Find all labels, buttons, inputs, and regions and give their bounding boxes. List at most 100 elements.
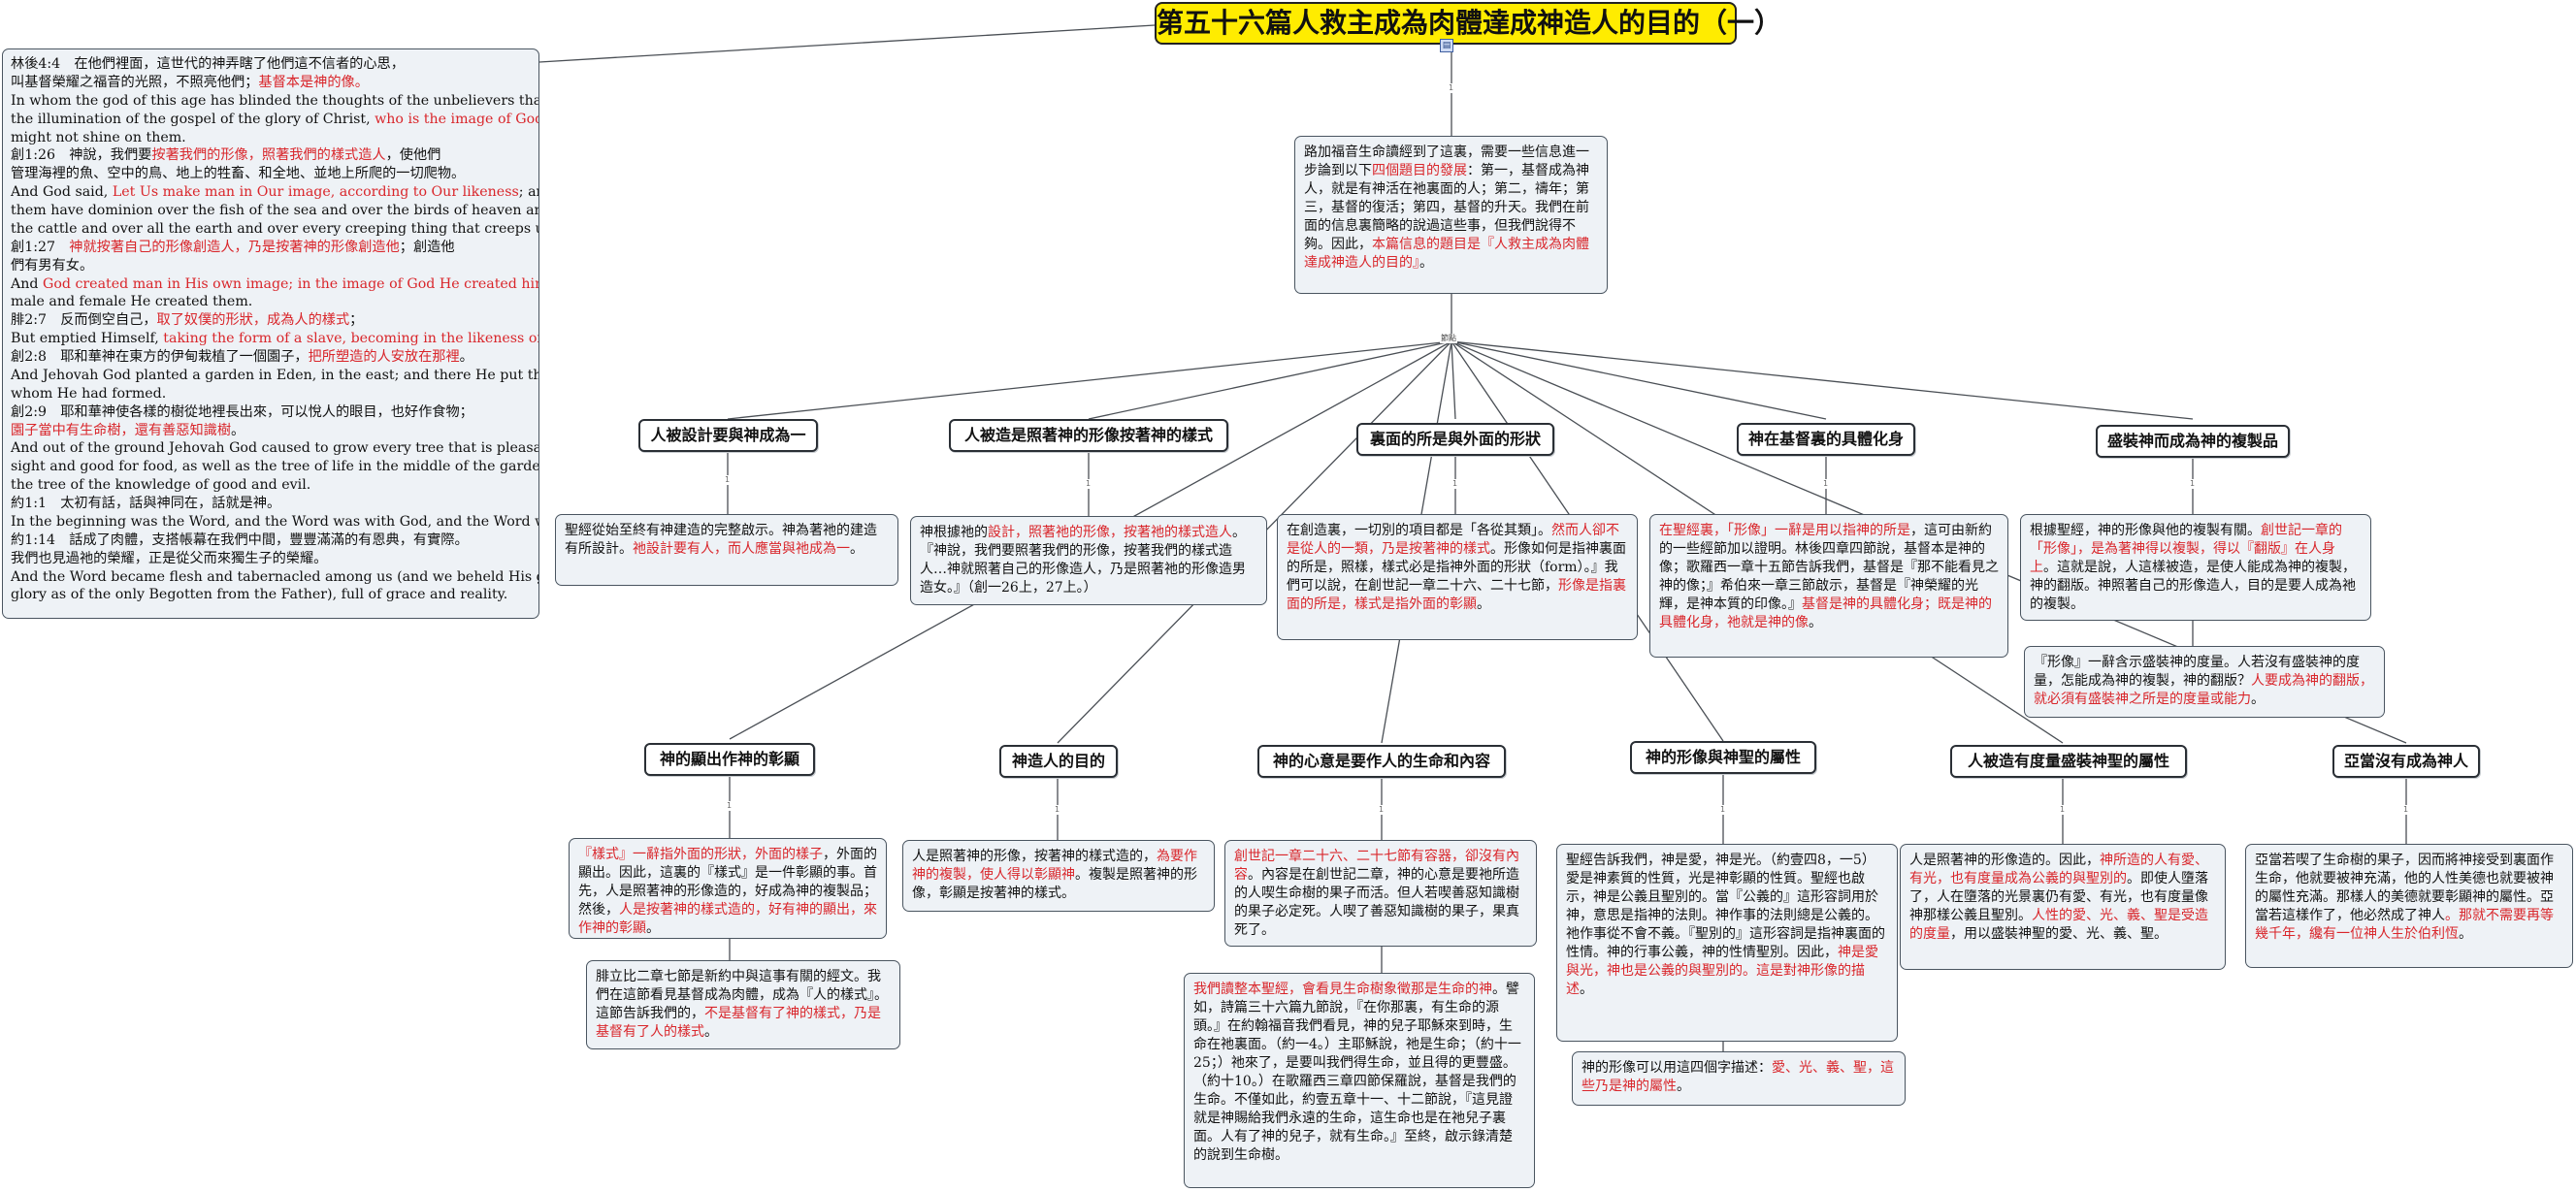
scripture-line: 園子當中有生命樹，還有善惡知識樹。 <box>11 422 531 440</box>
highlighted-text: 園子當中有生命樹，還有善惡知識樹 <box>11 422 232 438</box>
scripture-line: the cattle and over all the earth and ov… <box>11 220 538 239</box>
scripture-line: the illumination of the gospel of the gl… <box>11 111 538 129</box>
note-text: ，外面的顯出。因此，這裏的『樣式』是一件彰顯的事。首先，人是照著神的形像造的，好… <box>578 847 877 918</box>
note-container-content[interactable]: 創世記一章二十六、二十七節有容器，卻沒有內容。內容是在創世記二章，神的心意是要祂… <box>1224 840 1537 947</box>
highlighted-text: God created man in His own image; in the… <box>42 275 539 292</box>
scripture-line: And Jehovah God planted a garden in Eden… <box>11 367 538 385</box>
note-four-words[interactable]: 神的形像可以用這四個字描述：愛、光、義、聖，這些乃是神的屬性。 <box>1572 1051 1906 1106</box>
topic-divine-attributes[interactable]: 神的形像與神聖的屬性 <box>1630 741 1816 774</box>
note-embodiment[interactable]: 在聖經裏，「形像」一辭是用以指神的所是，這可由新約的一些經節加以證明。林後四章四… <box>1649 514 2008 658</box>
topic-purpose[interactable]: 神造人的目的 <box>999 745 1118 778</box>
topic-designed-one-with-god[interactable]: 人被設計要與神成為一 <box>638 419 818 452</box>
note-text: ，這可由新約的一些經節加以證明。林後四章四節說，基督本是神的像；歌羅西一章十五節… <box>1659 523 1999 613</box>
scripture-line: might not shine on them. <box>11 129 531 147</box>
document-icon[interactable]: ▤ <box>1440 39 1453 52</box>
note-text: And <box>11 275 43 292</box>
intro-note[interactable]: 路加福音生命讀經到了這裏，需要一些信息進一步論到以下四個題目的發展：第一，基督成… <box>1294 136 1608 294</box>
connector-tick: 1 <box>1054 805 1061 815</box>
connector-tick: 1 <box>1448 83 1455 93</box>
note-text: 。複製是照著神的形像，彰顯是按著神的樣式。 <box>912 867 1197 902</box>
topic-inner-outer[interactable]: 裏面的所是與外面的形狀 <box>1356 423 1554 456</box>
highlighted-text: 神是愛與光，神也是公義的與聖別的。這是對神形像的描述 <box>1566 945 1878 998</box>
note-text: 腓立比二章七節是新約中與這事有關的經文。我們在這節看見基督成為肉體，成為『人的樣… <box>596 969 888 1022</box>
highlighted-text: 。那就不需要再等幾千年，纔有一位神人生於伯利恆 <box>2255 908 2554 943</box>
topic-reproduction[interactable]: 盛裝神而成為神的複製品 <box>2096 425 2290 458</box>
scripture-line: And God said, Let Us make man in Our ima… <box>11 183 538 202</box>
scripture-line: And out of the ground Jehovah God caused… <box>11 439 538 458</box>
note-text: 聖經告訴我們，神是愛，神是光。（約壹四8，一5）愛是神素質的性質，光是神彰顯的性… <box>1566 853 1885 961</box>
note-text: 。 <box>2459 926 2472 943</box>
note-image-likeness[interactable]: 神根據祂的設計，照著祂的形像，按著祂的樣式造人。『神說，我們要照著我們的形像，按… <box>910 516 1267 605</box>
topic-adam[interactable]: 亞當沒有成為神人 <box>2332 745 2480 778</box>
highlighted-text: 祂設計要有人，而人應當與祂成為一 <box>633 541 850 558</box>
highlighted-text: 在聖經裏，「形像」一辭是用以指神的所是 <box>1659 523 1910 538</box>
note-text: 。 <box>1677 1079 1690 1095</box>
note-text: ，用以盛裝神聖的愛、光、義、聖。 <box>1950 926 2168 943</box>
note-tree-of-life[interactable]: 我們讀整本聖經，會看見生命樹象徵那是生命的神。譬如，詩篇三十六篇九節說，『在你那… <box>1184 973 1535 1188</box>
note-text: 約1:1 太初有話，話與神同在，話就是神。 <box>11 496 281 511</box>
connector-tick: 1 <box>2059 805 2067 815</box>
highlighted-text: 四個題目的發展 <box>1372 163 1467 179</box>
note-text: 。 <box>1809 615 1822 631</box>
note-human-capacity[interactable]: 人是照著神的形像造的。因此，神所造的人有愛、有光，也有度量成為公義的與聖別的。即… <box>1900 844 2226 970</box>
note-text: 創2:8 耶和華神在東方的伊甸栽植了一個園子， <box>11 349 309 365</box>
scripture-line: 創2:9 耶和華神使各樣的樹從地裡長出來，可以悅人的眼目，也好作食物； <box>11 403 531 422</box>
scripture-line: whom He had formed. <box>11 385 531 403</box>
highlighted-text: who is the image of God <box>375 111 539 127</box>
note-text: 神根據祂的 <box>920 525 988 540</box>
note-text: 管理海裡的魚、空中的鳥、地上的牲畜、和全地、並地上所爬的一切爬物。 <box>11 166 466 182</box>
highlighted-text: 愛、光、義、聖，這些乃是神的屬性 <box>1581 1060 1894 1095</box>
note-attributes[interactable]: 聖經告訴我們，神是愛，神是光。（約壹四8，一5）愛是神素質的性質，光是神彰顯的性… <box>1556 844 1898 1042</box>
note-text: In whom the god of this age has blinded … <box>11 92 539 109</box>
note-text: sight and good for food, as well as the … <box>11 459 539 475</box>
note-text: whom He had formed. <box>11 385 167 402</box>
note-text: 創1:26 神說，我們要 <box>11 147 152 164</box>
note-capacity-reproduction[interactable]: 『形像』一辭含示盛裝神的度量。人若沒有盛裝神的度量，怎能成為神的複製，神的翻版？… <box>2024 646 2385 718</box>
highlighted-text: Let Us make man in Our image, according … <box>112 184 519 201</box>
note-adam[interactable]: 亞當若喫了生命樹的果子，因而將神接受到裏面作生命，他就要被神充滿，他的人性美德也… <box>2245 844 2573 968</box>
note-inner-outer[interactable]: 在創造裏，一切別的項目都是「各從其類」。然而人卻不是從人的一類，乃是按著神的樣式… <box>1277 514 1638 640</box>
scripture-line: And God created man in His own image; in… <box>11 275 538 294</box>
note-text: 人是照著神的形像造的。因此， <box>1909 853 2100 868</box>
note-reproduction[interactable]: 根據聖經，神的形像與他的複製有關。創世記一章的「形像」，是為著神得以複製，得以『… <box>2020 514 2371 621</box>
topic-life-content[interactable]: 神的心意是要作人的生命和內容 <box>1257 745 1506 778</box>
root-title[interactable]: 第五十六篇人救主成為肉體達成神造人的目的（一） <box>1155 2 1781 45</box>
note-text: 路加福音生命讀經到了這裏，需要一些信息進一步論到以下 <box>1304 145 1589 179</box>
topic-embodiment[interactable]: 神在基督裏的具體化身 <box>1737 423 1915 456</box>
note-design[interactable]: 聖經從始至終有神建造的完整啟示。神為著祂的建造有所設計。祂設計要有人，而人應當與… <box>555 514 898 586</box>
scripture-line: 腓2:7 反而倒空自己，取了奴僕的形狀，成為人的樣式； <box>11 311 531 330</box>
note-text: 腓2:7 反而倒空自己， <box>11 312 157 329</box>
topic-capacity[interactable]: 人被造有度量盛裝神聖的屬性 <box>1950 745 2187 778</box>
note-text: 聖經從始至終有神建造的完整啟示。神為著祂的建造有所設計。 <box>565 523 877 558</box>
note-text: might not shine on them. <box>11 129 186 145</box>
highlighted-text: 神所造的人有愛、有光，也有度量成為公義的與聖別的 <box>1909 853 2208 887</box>
topic-expression[interactable]: 神的顯出作神的彰顯 <box>644 743 815 776</box>
note-text: 。 <box>1419 255 1433 272</box>
note-text: And God said, <box>11 184 113 201</box>
note-text: 『形像』一辭含示盛裝神的度量。人若沒有盛裝神的度量，怎能成為神的複製，神的翻版？ <box>2034 655 2360 690</box>
highlighted-text: 人要成為神的翻版，就必須有盛裝神之所是的度量或能力 <box>2034 673 2373 708</box>
note-text: And the Word became flesh and tabernacle… <box>11 568 539 585</box>
scripture-line: 約1:1 太初有話，話與神同在，話就是神。 <box>11 495 531 513</box>
topic-image-likeness[interactable]: 人被造是照著神的形像按著神的樣式 <box>949 419 1228 452</box>
note-text: the cattle and over all the earth and ov… <box>11 220 538 237</box>
highlighted-text: 為要作神的複製，使人得以彰顯神 <box>912 849 1197 884</box>
note-text: 創1:27 <box>11 239 70 255</box>
connector-tick: 1 <box>1451 479 1459 489</box>
connector-tick: 1 <box>726 801 734 811</box>
highlighted-text: 創世記一章二十六、二十七節有容器，卻沒有內容 <box>1234 849 1519 884</box>
note-text: 。這就是說，人這樣被造，是使人能成為神的複製，神的翻版。神照著自己的形像造人，目… <box>2030 560 2356 613</box>
scripture-line: 約1:14 話成了肉體，支搭帳幕在我們中間，豐豐滿滿的有恩典，有實際。 <box>11 532 531 550</box>
note-text: And Jehovah God planted a garden in Eden… <box>11 367 539 383</box>
note-philippians[interactable]: 腓立比二章七節是新約中與這事有關的經文。我們在這節看見基督成為肉體，成為『人的樣… <box>586 960 900 1049</box>
highlighted-text: 『樣式』一辭指外面的形狀，外面的樣子 <box>578 847 823 862</box>
scripture-line: In whom the god of this age has blinded … <box>11 92 538 111</box>
highlighted-text: 把所塑造的人安放在那裡 <box>308 349 460 365</box>
note-purpose[interactable]: 人是照著神的形像，按著神的樣式造的，為要作神的複製，使人得以彰顯神。複製是照著神… <box>902 840 1215 912</box>
scripture-line: 創1:26 神說，我們要按著我們的形像，照著我們的樣式造人，使他們 <box>11 146 531 165</box>
note-text: ； <box>349 312 364 329</box>
note-likeness-expression[interactable]: 『樣式』一辭指外面的形狀，外面的樣子，外面的顯出。因此，這裏的『樣式』是一件彰顯… <box>569 838 887 939</box>
scripture-note[interactable]: 林後4:4 在他們裡面，這世代的神弄瞎了他們這不信者的心思，叫基督榮耀之福音的光… <box>2 48 539 619</box>
highlighted-text: 按著我們的形像，照著我們的樣式造人 <box>151 147 386 164</box>
highlighted-text: 形像是指裏面的所是，樣式是指外面的彰顯 <box>1287 578 1626 613</box>
